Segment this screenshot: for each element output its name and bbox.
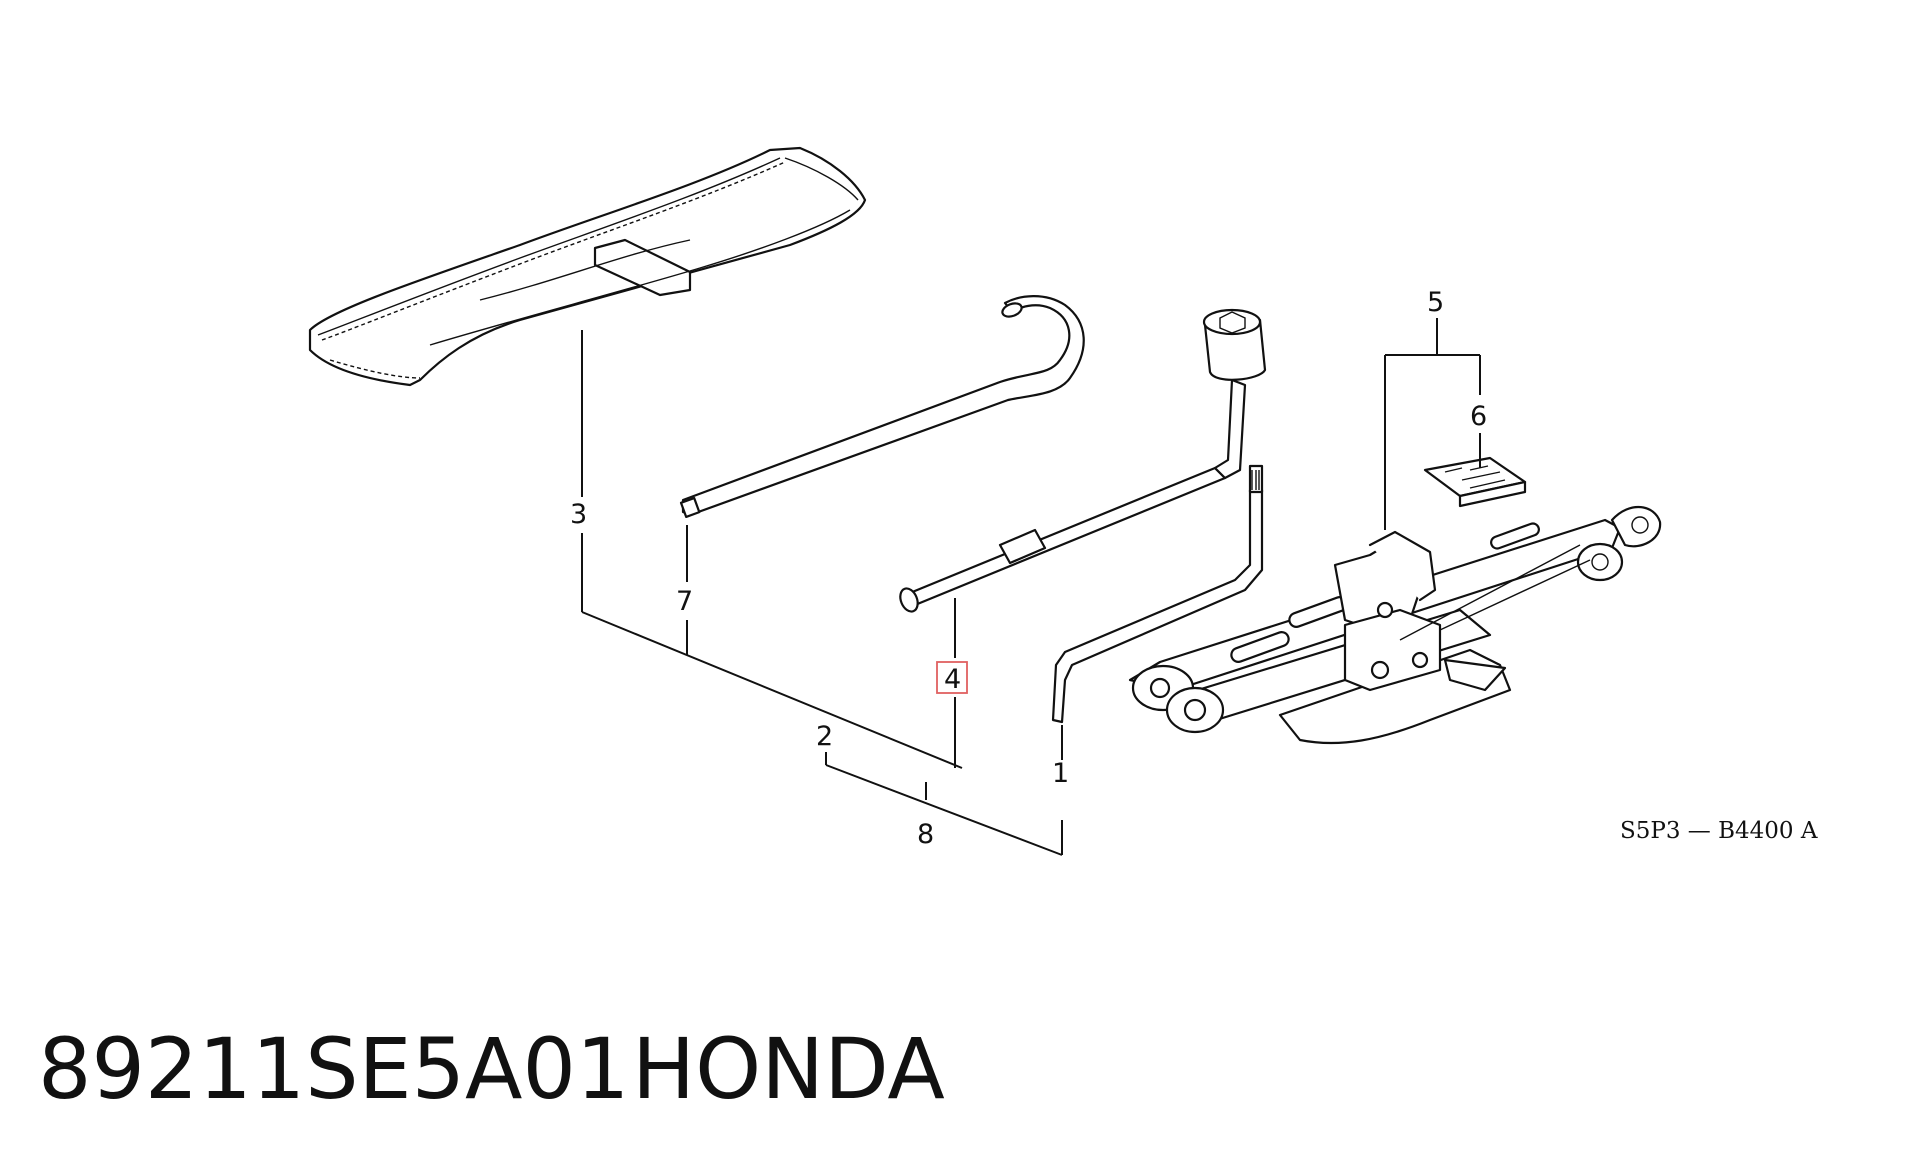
brand-caption: HONDA — [632, 1020, 945, 1118]
diagram-code: S5P3 — B4400 A — [1620, 818, 1818, 844]
callout-4[interactable]: 4 — [944, 664, 961, 695]
callout-5[interactable]: 5 — [1427, 287, 1444, 318]
highlight-box — [936, 661, 968, 694]
scissor-jack-illustration — [1128, 505, 1662, 745]
callout-7[interactable]: 7 — [676, 586, 693, 617]
tool-bag-illustration — [308, 146, 867, 387]
part-number-caption: 89211SE5A01 — [38, 1020, 629, 1118]
lug-wrench-illustration — [899, 308, 1267, 613]
wrench-handle-illustration — [679, 295, 1085, 519]
callout-6[interactable]: 6 — [1470, 401, 1487, 432]
callout-2[interactable]: 2 — [816, 721, 833, 752]
callout-3[interactable]: 3 — [570, 499, 587, 530]
jack-handle-illustration — [1051, 464, 1264, 724]
label-plate-illustration — [1423, 456, 1527, 508]
callout-8[interactable]: 8 — [917, 819, 934, 850]
callout-1[interactable]: 1 — [1052, 758, 1069, 789]
leader-lines — [581, 318, 1481, 856]
